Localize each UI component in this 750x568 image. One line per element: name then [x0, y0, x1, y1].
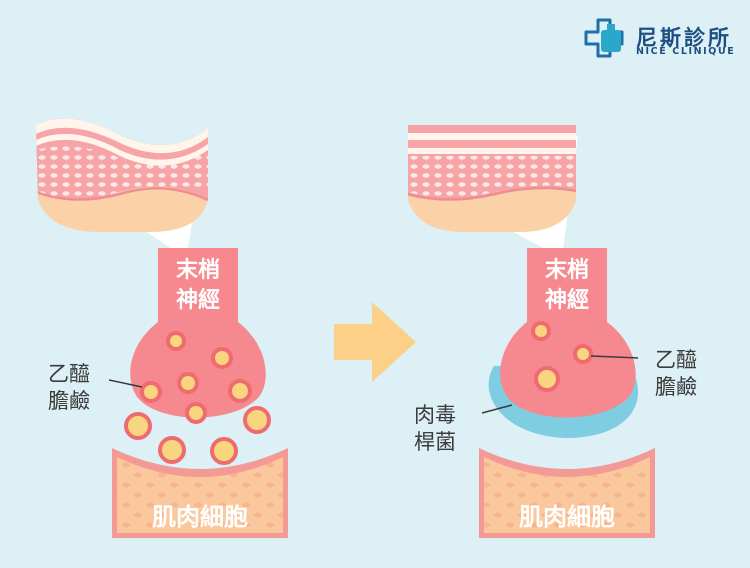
leader-line-right — [590, 355, 639, 359]
vesicle — [185, 402, 207, 424]
medical-cross-icon — [584, 18, 624, 58]
leader-line-botox — [481, 404, 513, 414]
leader-line-left — [108, 379, 143, 388]
acetylcholine-label-left: 乙醯 膽鹼 — [48, 361, 90, 415]
brand-logo: 尼斯診所 NICE CLINIQUE — [582, 18, 742, 62]
vesicle-released — [243, 406, 271, 434]
acetylcholine-label-line1: 乙醯 — [48, 362, 90, 386]
acetylcholine-label-line2: 膽鹼 — [48, 389, 90, 413]
skin-wrinkled-section — [36, 118, 208, 232]
vesicle — [140, 381, 162, 403]
muscle-cell-label-right: 肌肉細胞 — [519, 503, 615, 531]
vesicles-right — [531, 321, 593, 392]
vesicle-released — [158, 436, 186, 464]
nerve-label-line2: 神經 — [544, 288, 589, 313]
vesicle — [166, 331, 186, 351]
botox-label-line2: 桿菌 — [414, 430, 456, 454]
skin-smooth-section — [408, 125, 576, 232]
acetylcholine-label-line2: 膽鹼 — [655, 375, 697, 399]
vesicle-released — [210, 437, 238, 465]
nerve-terminal-right — [500, 248, 636, 418]
muscle-cell-label-left: 肌肉細胞 — [152, 503, 248, 531]
vesicle — [228, 379, 252, 403]
nerve-terminal-left — [130, 248, 266, 418]
right-arrow-icon — [334, 302, 416, 382]
botox-label-line1: 肉毒 — [414, 403, 456, 427]
nerve-label-left: 末梢 神經 — [168, 256, 228, 316]
vesicle — [211, 347, 233, 369]
vesicle — [534, 366, 560, 392]
acetylcholine-label-line1: 乙醯 — [655, 348, 697, 372]
vesicle-released — [124, 412, 152, 440]
brand-name-en: NICE CLINIQUE — [636, 46, 736, 57]
vesicle — [573, 344, 593, 364]
vesicle — [177, 372, 199, 394]
vesicles-left — [124, 331, 271, 465]
botox-label: 肉毒 桿菌 — [414, 402, 456, 456]
nerve-label-line2: 神經 — [175, 288, 220, 313]
brand-name-cn: 尼斯診所 — [636, 26, 732, 50]
vesicle — [531, 321, 551, 341]
nerve-label-line1: 末梢 — [544, 258, 589, 283]
acetylcholine-label-right: 乙醯 膽鹼 — [655, 347, 697, 401]
nerve-label-line1: 末梢 — [175, 258, 220, 283]
nerve-label-right: 末梢 神經 — [537, 256, 597, 316]
